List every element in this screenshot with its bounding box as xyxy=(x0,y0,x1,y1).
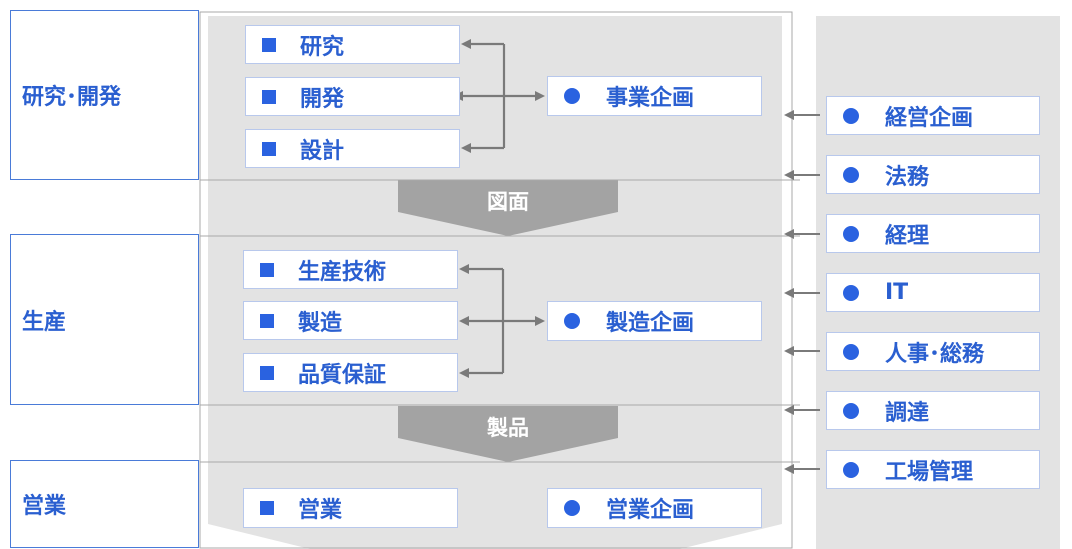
box-production-engineering-label: 生産技術 xyxy=(298,259,387,285)
section-label-rd: 研究･開発 xyxy=(10,10,199,180)
box-sales-planning-label: 営業企画 xyxy=(606,498,695,523)
box-design: 設計 xyxy=(245,129,460,168)
support-label: 経営企画 xyxy=(885,105,974,131)
circle-bullet-icon xyxy=(564,88,580,104)
box-research-label: 研究 xyxy=(300,34,345,60)
flow-label-drawings: 図面 xyxy=(487,190,529,214)
box-sales: 営業 xyxy=(243,488,458,528)
support-box-it: IT xyxy=(826,273,1040,312)
rd-connector xyxy=(458,42,540,150)
support-box-procurement: 調達 xyxy=(826,391,1040,430)
circle-bullet-icon xyxy=(843,284,859,301)
support-arrows xyxy=(790,114,820,470)
main-band-frame xyxy=(199,11,793,549)
support-label: 調達 xyxy=(885,400,930,426)
square-bullet-icon xyxy=(260,501,274,515)
circle-bullet-icon xyxy=(843,343,859,360)
box-design-label: 設計 xyxy=(300,138,345,164)
circle-bullet-icon xyxy=(843,166,859,183)
box-development-label: 開発 xyxy=(300,86,345,112)
support-label: 人事･総務 xyxy=(885,341,985,367)
flow-arrow-products xyxy=(398,406,618,462)
section-label-sales: 営業 xyxy=(10,460,199,548)
section-label-sales-text: 営業 xyxy=(22,494,67,519)
section-label-production: 生産 xyxy=(10,234,199,405)
support-box-accounting: 経理 xyxy=(826,214,1040,253)
support-box-legal: 法務 xyxy=(826,155,1040,194)
box-development: 開発 xyxy=(245,77,460,116)
support-box-corporate-planning: 経営企画 xyxy=(826,96,1040,135)
square-bullet-icon xyxy=(262,141,276,156)
circle-bullet-icon xyxy=(843,107,859,124)
support-label: 法務 xyxy=(885,164,930,190)
section-label-rd-text: 研究･開発 xyxy=(22,85,122,110)
square-bullet-icon xyxy=(260,365,274,380)
production-connector xyxy=(464,267,540,375)
box-sales-label: 営業 xyxy=(298,498,343,523)
circle-bullet-icon xyxy=(843,402,859,419)
flow-arrow-drawings xyxy=(398,180,618,236)
box-quality-assurance-label: 品質保証 xyxy=(298,362,387,388)
box-manufacturing-label: 製造 xyxy=(298,310,343,336)
box-business-planning: 事業企画 xyxy=(547,76,762,116)
support-box-factory-management: 工場管理 xyxy=(826,450,1040,489)
section-label-production-text: 生産 xyxy=(22,309,67,335)
box-manufacturing-planning: 製造企画 xyxy=(547,301,762,341)
square-bullet-icon xyxy=(262,89,276,104)
flow-label-products: 製品 xyxy=(487,416,529,440)
box-sales-planning: 営業企画 xyxy=(547,488,762,528)
box-business-planning-label: 事業企画 xyxy=(606,86,695,111)
support-box-hr-general-affairs: 人事･総務 xyxy=(826,332,1040,371)
production-connector-arrowheads xyxy=(459,264,545,378)
circle-bullet-icon xyxy=(564,500,580,516)
box-manufacturing: 製造 xyxy=(243,301,458,340)
square-bullet-icon xyxy=(262,37,276,52)
box-research: 研究 xyxy=(245,25,460,64)
support-label: IT xyxy=(885,280,909,305)
box-production-engineering: 生産技術 xyxy=(243,250,458,289)
box-manufacturing-planning-label: 製造企画 xyxy=(606,311,695,336)
circle-bullet-icon xyxy=(843,461,859,478)
square-bullet-icon xyxy=(260,313,274,328)
support-arrowheads xyxy=(784,110,794,474)
square-bullet-icon xyxy=(260,262,274,277)
circle-bullet-icon xyxy=(564,313,580,329)
box-quality-assurance: 品質保証 xyxy=(243,353,458,392)
support-label: 経理 xyxy=(885,223,930,249)
circle-bullet-icon xyxy=(843,225,859,242)
support-label: 工場管理 xyxy=(885,459,974,485)
